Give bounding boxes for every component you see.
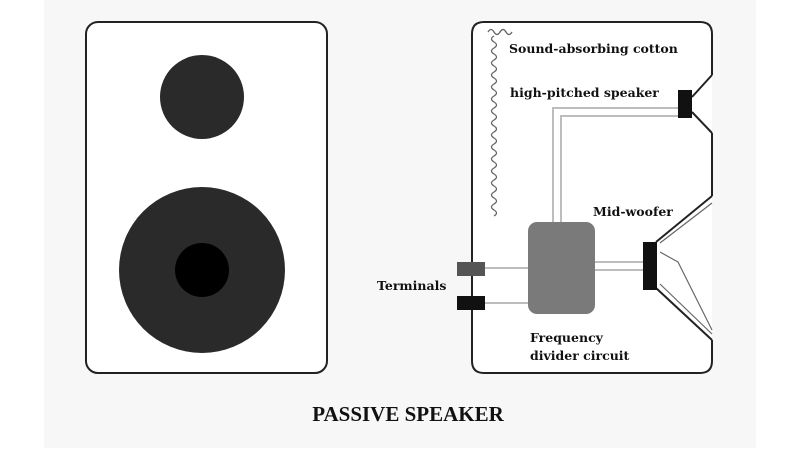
label-divider-circuit: divider circuit xyxy=(530,348,630,363)
woofer-basket xyxy=(655,195,713,341)
tweeter-cone xyxy=(691,74,713,134)
label-high-pitched-speaker: high-pitched speaker xyxy=(510,85,659,100)
tweeter-driver xyxy=(678,74,713,134)
diagram-title: PASSIVE SPEAKER xyxy=(312,402,504,426)
tweeter-wire-outer xyxy=(552,107,678,222)
tweeter-magnet xyxy=(678,90,692,118)
frequency-divider-box xyxy=(528,222,595,314)
woofer-cone xyxy=(659,202,713,335)
label-mid-woofer: Mid-woofer xyxy=(593,204,673,219)
speaker-front-view xyxy=(85,21,328,374)
label-terminals: Terminals xyxy=(377,278,446,293)
front-tweeter xyxy=(160,55,244,139)
woofer-magnet xyxy=(643,242,657,290)
front-woofer-dustcap xyxy=(175,243,229,297)
terminal-bottom xyxy=(457,296,485,310)
terminal-top xyxy=(457,262,485,276)
speaker-cross-section: Sound-absorbing cotton high-pitched spea… xyxy=(377,21,713,374)
mid-woofer-driver xyxy=(643,195,713,341)
sound-absorbing-cotton-top xyxy=(499,28,513,36)
label-sound-absorbing-cotton: Sound-absorbing cotton xyxy=(509,41,678,56)
label-frequency: Frequency xyxy=(530,330,604,345)
cross-section-cabinet xyxy=(471,21,713,374)
tweeter-wire-inner xyxy=(560,115,678,222)
